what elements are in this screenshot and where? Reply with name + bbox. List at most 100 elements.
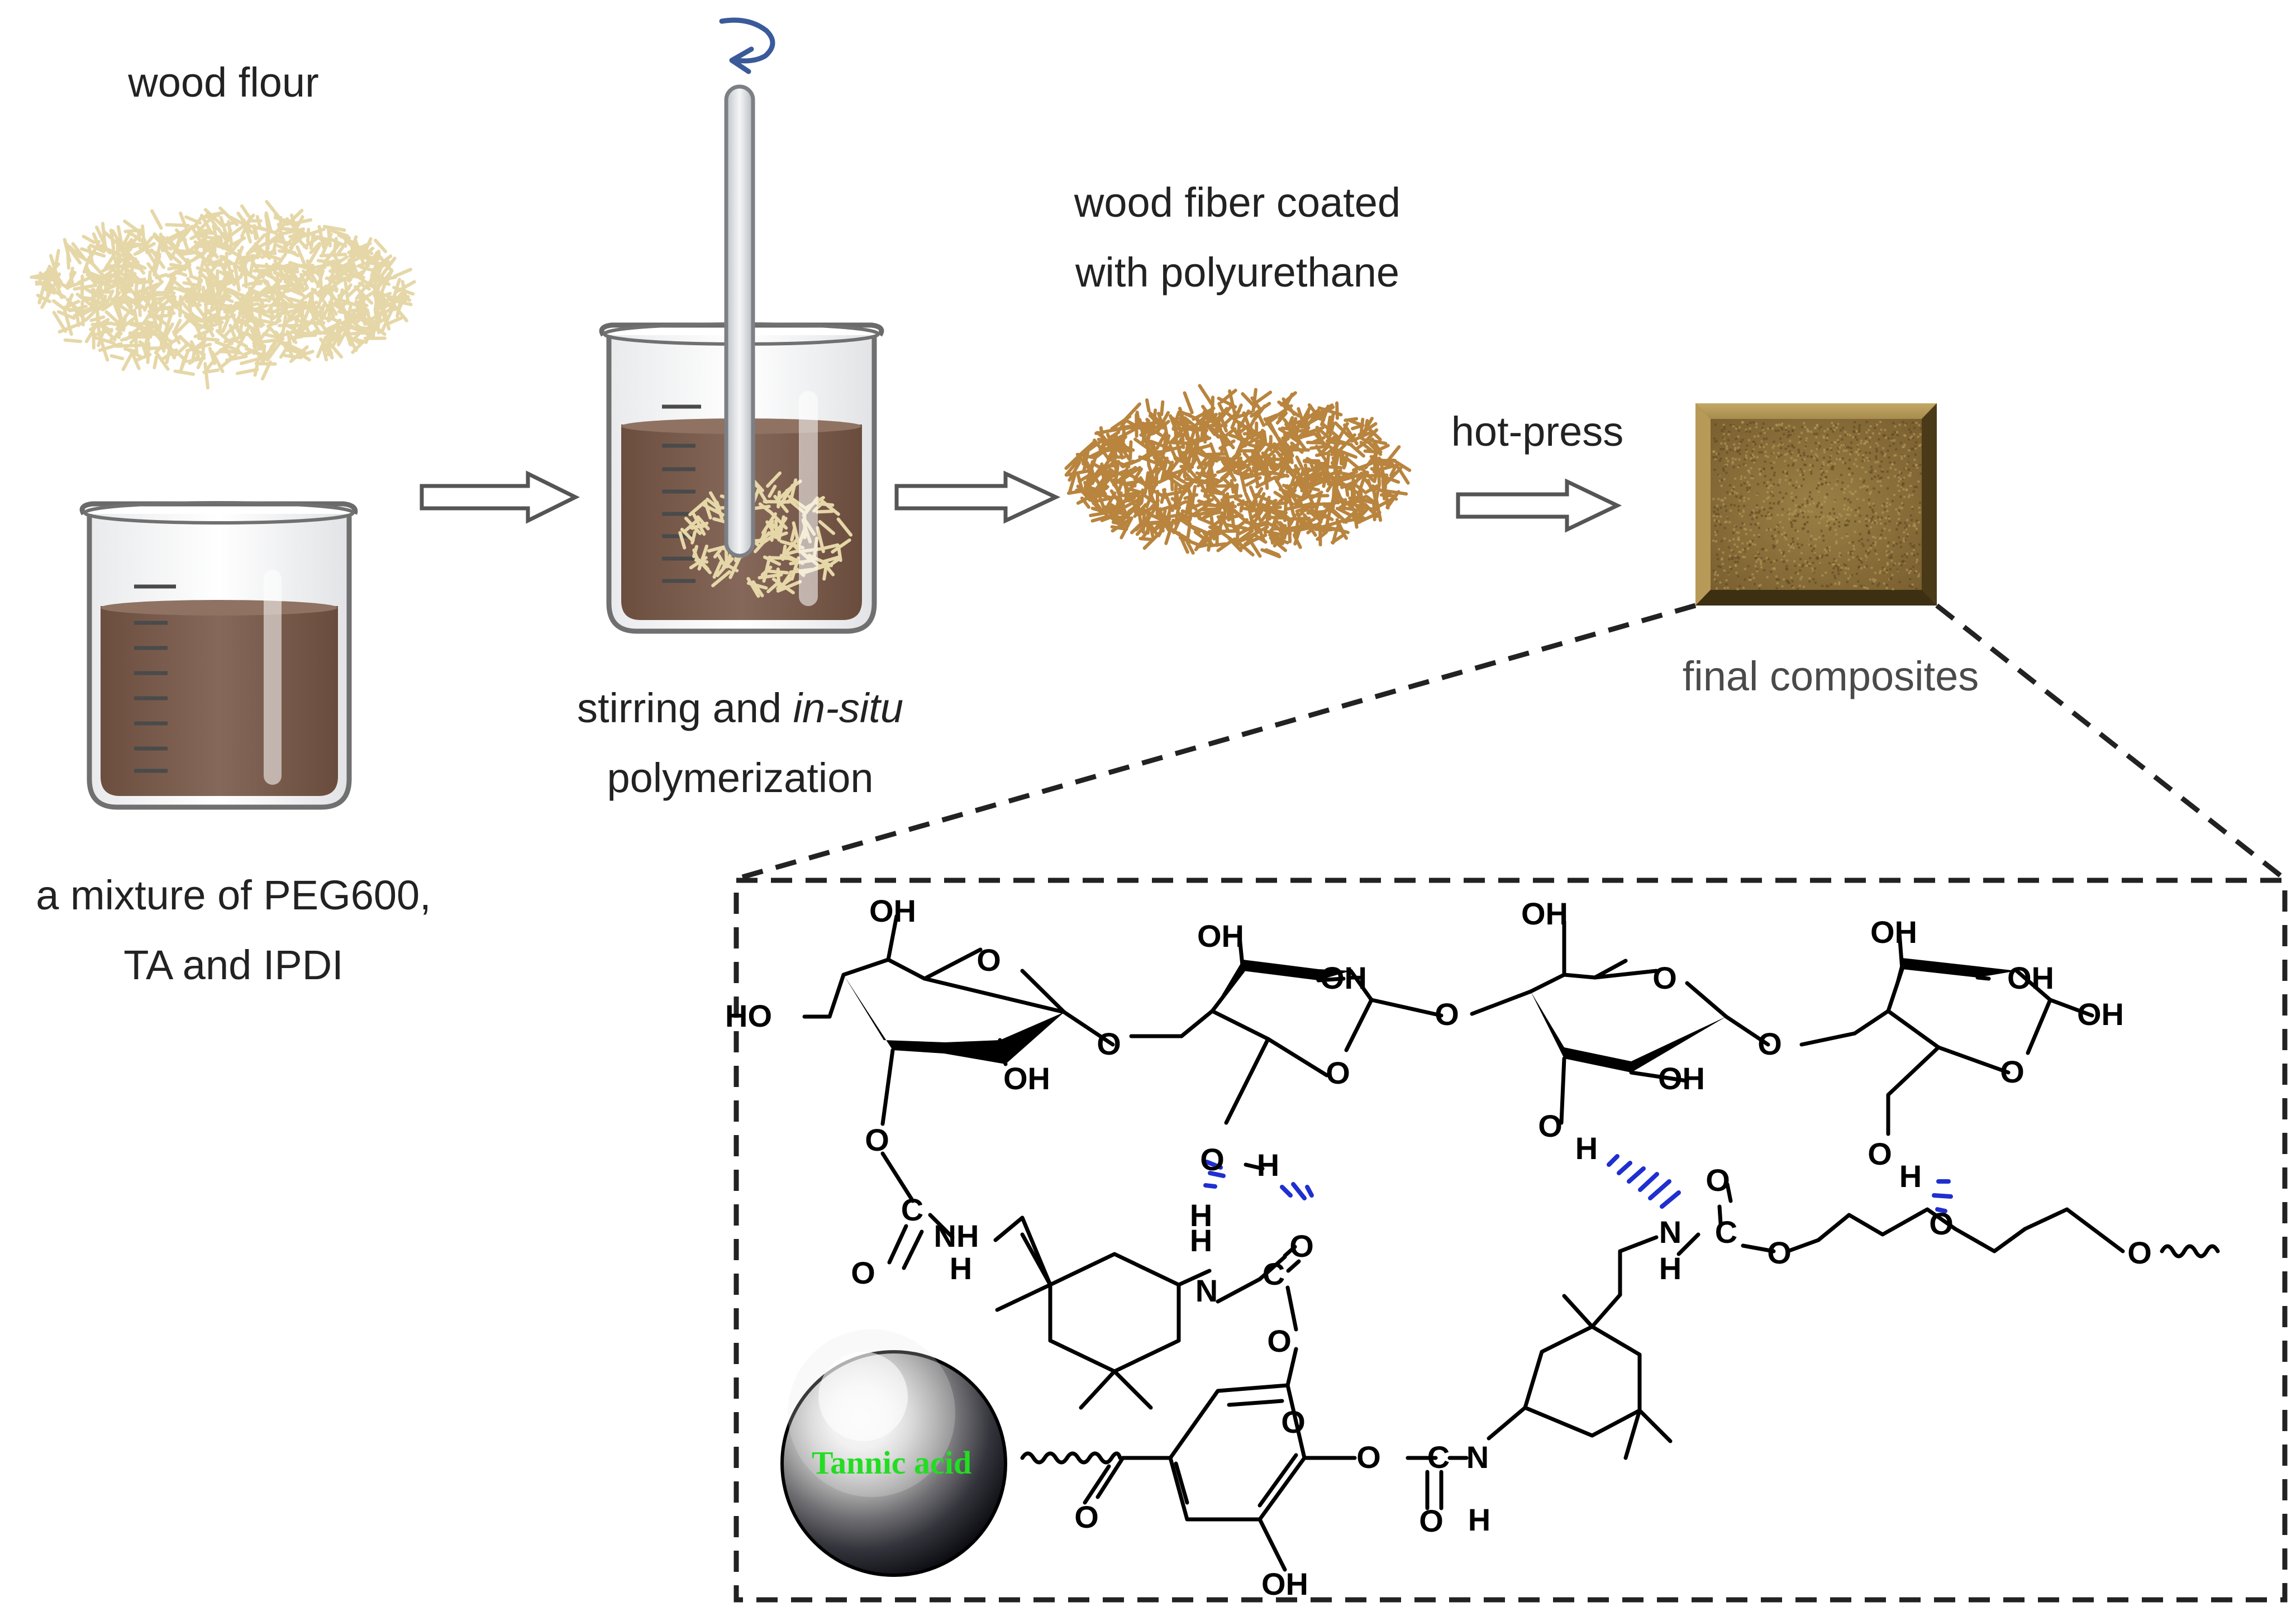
composite-grain [1750,422,1752,424]
composite-grain [1748,439,1750,441]
coated-fiber [1350,421,1360,425]
composite-grain [1822,535,1825,537]
composite-grain [1851,473,1854,475]
composite-grain [1792,541,1794,543]
atom-label: O [1767,1235,1792,1270]
composite-grain [1714,574,1716,576]
composite-grain [1785,534,1787,536]
coated-fiber [1130,442,1131,459]
composite-grain [1857,511,1859,513]
composite-grain [1743,505,1745,507]
composite-grain [1802,527,1804,530]
composite-grain [1793,459,1795,461]
composite-grain [1820,517,1822,519]
composite-grain [1801,544,1803,546]
composite-grain [1835,529,1837,531]
composite-grain [1740,475,1742,478]
composite-grain [1714,571,1717,573]
composite-grain [1846,519,1848,522]
composite-grain [1803,454,1806,456]
composite-grain [1812,561,1814,564]
composite-grain [1715,534,1717,536]
coated-fiber [1126,485,1127,498]
composite-grain [1870,526,1872,528]
composite-grain [1806,561,1808,564]
composite-grain [1724,497,1726,499]
composite-grain [1723,587,1726,589]
composite-grain [1731,556,1733,559]
composite-grain [1868,519,1870,522]
composite-grain [1765,451,1767,453]
composite-grain [1890,554,1892,556]
composite-grain [1855,585,1857,587]
composite-grain [1714,423,1717,426]
composite-grain [1912,584,1914,586]
composite-grain [1803,478,1805,480]
composite-grain [1778,531,1780,533]
composite-grain [1871,583,1874,585]
composite-grain [1838,525,1841,527]
composite-grain [1759,510,1761,512]
composite-grain [1727,460,1729,462]
composite-grain [1792,580,1794,582]
composite-grain [1809,491,1811,493]
composite-grain [1736,531,1738,533]
wood-fiber [123,351,134,370]
composite-grain [1752,454,1754,456]
composite-grain [1825,482,1827,484]
composite-grain [1881,453,1884,455]
atom-label: O [1706,1162,1730,1198]
composite-grain [1893,564,1895,566]
composite-grain [1915,441,1917,444]
composite-grain [1878,491,1880,493]
composite-grain [1757,483,1759,485]
composite-grain [1714,525,1716,527]
composite-grain [1781,508,1784,511]
composite-grain [1806,565,1808,567]
composite-grain [1809,557,1811,559]
composite-grain [1898,480,1900,483]
composite-grain [1769,502,1771,504]
composite-grain [1825,554,1827,556]
suspended-fiber [754,507,769,508]
atom-label: O [1419,1503,1444,1538]
wood-fiber [289,336,291,350]
composite-grain [1810,545,1812,547]
composite-grain [1800,510,1802,512]
composite-grain [1857,580,1859,583]
composite-grain [1724,521,1726,523]
composite-grain [1860,442,1862,445]
composite-grain [1812,465,1814,467]
composite-grain [1917,480,1919,483]
composite-grain [1880,485,1882,487]
composite-grain [1779,549,1781,551]
composite-grain [1737,509,1740,511]
composite-grain [1804,446,1807,448]
composite-grain [1773,567,1775,569]
composite-grain [1779,444,1781,446]
composite-grain [1788,431,1790,433]
composite-grain [1840,444,1842,446]
composite-grain [1754,459,1756,461]
composite-grain [1783,551,1785,553]
atom-label: C [1715,1214,1737,1250]
composite-grain [1811,535,1813,537]
composite-grain [1833,523,1835,525]
wood-fiber [58,287,61,298]
stirring-label-line1: stirring and in-situ [577,684,903,732]
composite-grain [1716,520,1718,522]
composite-grain [1788,513,1790,516]
composite-grain [1732,457,1734,460]
composite-grain [1883,583,1885,585]
suspended-fiber [780,501,792,503]
atom-label: OH [1320,960,1367,995]
composite-grain [1784,454,1787,456]
composite-grain [1866,514,1868,517]
composite-grain [1726,447,1728,450]
atom-label: O [1074,1499,1099,1534]
composite-grain [1763,468,1765,470]
composite-grain [1873,487,1875,489]
composite-grain [1823,451,1826,453]
atom-label: O [2127,1235,2152,1270]
composite-grain [1844,462,1846,464]
